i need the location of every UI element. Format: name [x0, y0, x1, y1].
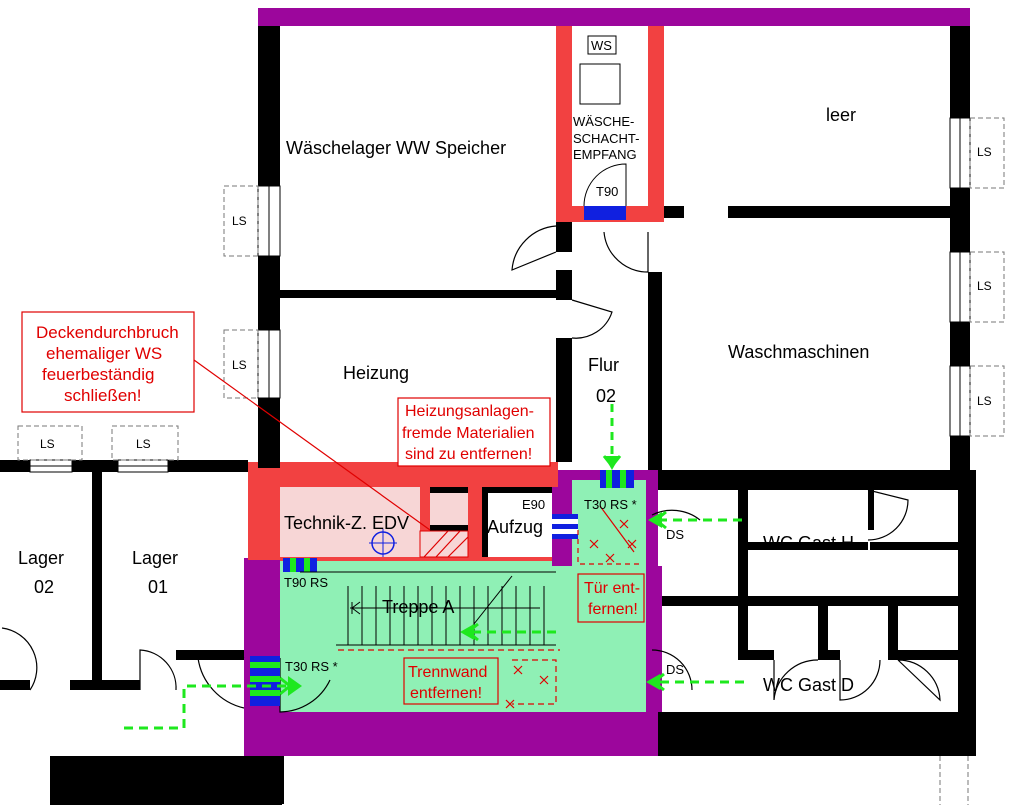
escape-arrow-head-entry	[288, 676, 302, 696]
svg-text:Heizungsanlagen-: Heizungsanlagen-	[405, 403, 534, 420]
note-deckendurchbruch: Deckendurchbruch ehemaliger WS feuerbest…	[21, 311, 431, 531]
window-ls-right-1: LS	[949, 117, 1005, 189]
window-ls-lager-02: LS	[17, 425, 83, 473]
room-wc-gast-h: WC Gast H	[763, 533, 854, 553]
svg-text:LS: LS	[977, 279, 992, 293]
room-waschmaschinen: Waschmaschinen	[728, 342, 869, 362]
room-flur: Flur	[588, 355, 619, 375]
note-heizung: Heizungsanlagen- fremde Materialien sind…	[397, 397, 551, 467]
svg-text:LS: LS	[136, 437, 151, 451]
window-ls-right-3: LS	[949, 365, 1005, 437]
svg-text:LS: LS	[232, 358, 247, 372]
window-ls-left-1: LS	[223, 185, 281, 257]
room-technik: Technik-Z. EDV	[284, 513, 409, 533]
room-lager-02-number: 02	[34, 577, 54, 597]
svg-text:fernen!: fernen!	[588, 601, 638, 618]
svg-text:Deckendurchbruch: Deckendurchbruch	[36, 323, 179, 342]
room-heizung: Heizung	[343, 363, 409, 383]
walls	[0, 26, 976, 805]
svg-text:feuerbeständig: feuerbeständig	[42, 365, 154, 384]
svg-text:WÄSCHE-: WÄSCHE-	[573, 114, 634, 129]
svg-text:SCHACHT-: SCHACHT-	[573, 131, 639, 146]
door-e90: E90	[522, 497, 545, 512]
door-ds-upper: DS	[666, 527, 684, 542]
svg-text:WS: WS	[591, 38, 612, 53]
laundry-shaft: WS WÄSCHE- SCHACHT- EMPFANG T90	[573, 35, 639, 220]
svg-text:LS: LS	[977, 145, 992, 159]
room-treppe: Treppe A	[382, 597, 454, 617]
escape-arrow-head-wc-d	[646, 674, 660, 690]
door-t30-rs-entry: T30 RS *	[285, 659, 338, 674]
door-labels: T30 RS * T30 RS * T90 RS E90 DS DS	[284, 497, 684, 677]
svg-text:EMPFANG: EMPFANG	[573, 147, 637, 162]
note-tuer: Tür ent- fernen!	[577, 573, 645, 623]
window-ls-right-2: LS	[949, 251, 1005, 323]
room-lager-02: Lager	[18, 548, 64, 568]
room-flur-number: 02	[596, 386, 616, 406]
room-leer: leer	[826, 105, 856, 125]
svg-text:sind zu entfernen!: sind zu entfernen!	[405, 446, 532, 463]
escape-arrow-head-stair	[460, 624, 474, 640]
demolition-marks	[338, 505, 640, 709]
note-trennwand: Trennwand entfernen!	[403, 657, 499, 705]
svg-text:schließen!: schließen!	[64, 386, 141, 405]
doors	[1, 225, 941, 713]
room-aufzug: Aufzug	[487, 517, 543, 537]
technik-symbols	[369, 529, 469, 558]
door-t30-rs-flur: T30 RS *	[584, 497, 637, 512]
svg-text:ehemaliger WS: ehemaliger WS	[46, 344, 162, 363]
svg-text:LS: LS	[40, 437, 55, 451]
door-ds-lower: DS	[666, 662, 684, 677]
escape-arrow-head-flur	[604, 456, 620, 470]
svg-text:LS: LS	[977, 394, 992, 408]
windows: LS LS LS LS LS	[17, 117, 1005, 805]
room-lager-01-number: 01	[148, 577, 168, 597]
svg-text:LS: LS	[232, 214, 247, 228]
room-lager-01: Lager	[132, 548, 178, 568]
svg-text:entfernen!: entfernen!	[410, 685, 482, 702]
window-ls-lager-01: LS	[111, 425, 179, 473]
room-labels: Wäschelager WW Speicher leer Waschmaschi…	[18, 105, 869, 695]
window-ls-left-2: LS	[223, 329, 281, 399]
room-waeschelager: Wäschelager WW Speicher	[286, 138, 506, 158]
svg-text:T90: T90	[596, 184, 618, 199]
room-wc-gast-d: WC Gast D	[763, 675, 854, 695]
svg-text:Trennwand: Trennwand	[408, 664, 487, 681]
svg-text:Tür ent-: Tür ent-	[584, 580, 640, 597]
fire-door-markers	[250, 470, 634, 706]
svg-text:fremde Materialien: fremde Materialien	[402, 425, 535, 442]
door-t90-rs: T90 RS	[284, 575, 328, 590]
escape-arrow-head-wc-h	[648, 512, 662, 528]
